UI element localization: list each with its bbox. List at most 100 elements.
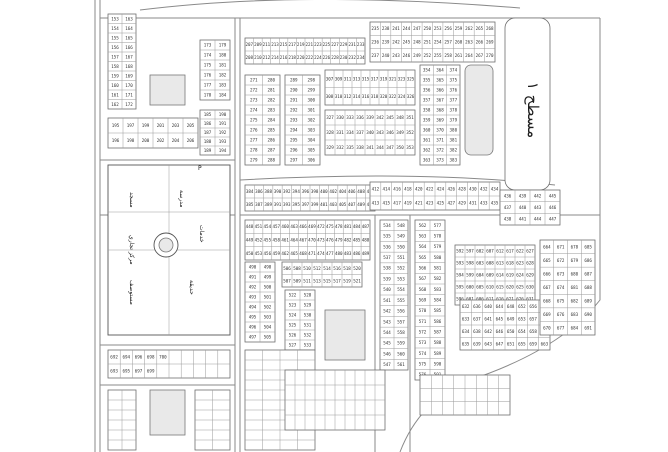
commercial-label: مركز تجاري bbox=[128, 235, 135, 265]
lot-number: 221 bbox=[305, 42, 313, 47]
lot-number: 252 bbox=[424, 53, 432, 58]
lot-number: 443 bbox=[534, 205, 542, 210]
lot-number: 312 bbox=[344, 94, 352, 99]
lot-number: 631 bbox=[526, 297, 534, 302]
lot-number: 370 bbox=[436, 128, 444, 133]
lot-number: 580 bbox=[434, 255, 442, 260]
lot-number: 445 bbox=[549, 193, 557, 198]
lot-number: 509 bbox=[293, 278, 301, 283]
lot-number: 627 bbox=[526, 249, 534, 254]
lot-number: 373 bbox=[436, 158, 444, 163]
lot-number: 692 bbox=[110, 355, 118, 360]
lot-number: 584 bbox=[434, 298, 442, 303]
lot-number: 355 bbox=[423, 78, 431, 83]
lot-number: 392 bbox=[283, 189, 291, 194]
lot-number: 402 bbox=[329, 189, 337, 194]
lot-number: 529 bbox=[304, 303, 312, 308]
lot-number: 245 bbox=[403, 40, 411, 45]
lot-number: 456 bbox=[264, 251, 272, 256]
lot-number: 190 bbox=[219, 112, 227, 117]
lot-number: 634 bbox=[462, 329, 470, 334]
lot-number: 586 bbox=[434, 319, 442, 324]
lot-number: 182 bbox=[219, 73, 227, 78]
lot-number: 253 bbox=[434, 26, 442, 31]
lot-number: 206 bbox=[187, 138, 195, 143]
lot-number: 203 bbox=[172, 123, 180, 128]
lot-number: 621 bbox=[506, 297, 514, 302]
lot-number: 250 bbox=[424, 26, 432, 31]
lot-number: 422 bbox=[426, 187, 434, 192]
lot-number: 289 bbox=[290, 78, 298, 83]
lot-number: 404 bbox=[339, 189, 347, 194]
lot-number: 391 bbox=[274, 202, 282, 207]
parking-label: P bbox=[198, 165, 202, 172]
lot-number: 433 bbox=[480, 201, 488, 206]
lot-number: 615 bbox=[496, 285, 504, 290]
lot-number: 282 bbox=[267, 98, 275, 103]
lot-number: 295 bbox=[290, 138, 298, 143]
lot-number: 202 bbox=[157, 138, 165, 143]
lot-number: 599 bbox=[466, 273, 474, 278]
lot-number: 617 bbox=[506, 249, 514, 254]
lot-number: 332 bbox=[336, 145, 344, 150]
lot-number: 622 bbox=[516, 249, 524, 254]
lot-number: 537 bbox=[383, 255, 391, 260]
lot-number: 342 bbox=[376, 115, 384, 120]
lot-number: 214 bbox=[271, 55, 279, 60]
lot-number: 231 bbox=[348, 42, 356, 47]
lot-number: 613 bbox=[496, 261, 504, 266]
lot-number: 382 bbox=[450, 148, 458, 153]
lot-number: 555 bbox=[397, 298, 405, 303]
lot-number: 449 bbox=[246, 238, 254, 243]
lot-number: 485 bbox=[353, 238, 361, 243]
lot-number: 167 bbox=[125, 54, 133, 59]
lot-number: 647 bbox=[496, 341, 504, 346]
lot-number: 268 bbox=[486, 26, 494, 31]
lot-number: 468 bbox=[299, 251, 307, 256]
lot-number: 492 bbox=[249, 285, 257, 290]
lot-number: 237 bbox=[371, 53, 379, 58]
lot-number: 432 bbox=[480, 187, 488, 192]
lot-number: 220 bbox=[297, 55, 305, 60]
lot-number: 669 bbox=[543, 312, 551, 317]
lot-number: 166 bbox=[125, 45, 133, 50]
lot-number: 548 bbox=[397, 223, 405, 228]
lot-number: 368 bbox=[436, 108, 444, 113]
lot-number: 623 bbox=[516, 261, 524, 266]
lot-number: 504 bbox=[264, 325, 272, 330]
lot-number: 516 bbox=[333, 266, 341, 271]
lot-number: 635 bbox=[462, 341, 470, 346]
lot-number: 461 bbox=[281, 238, 289, 243]
lot-number: 328 bbox=[326, 130, 334, 135]
lot-number: 491 bbox=[249, 275, 257, 280]
lot-number: 288 bbox=[267, 158, 275, 163]
lot-number: 497 bbox=[249, 335, 257, 340]
lot-number: 340 bbox=[366, 130, 374, 135]
lot-number: 597 bbox=[466, 249, 474, 254]
lot-number: 275 bbox=[250, 118, 258, 123]
lot-number: 285 bbox=[267, 128, 275, 133]
lot-number: 438 bbox=[504, 217, 512, 222]
lot-number: 569 bbox=[419, 298, 427, 303]
service-strip: مسطح ١ bbox=[504, 17, 551, 191]
lot-number: 522 bbox=[289, 293, 297, 298]
lot-number: 583 bbox=[434, 287, 442, 292]
lot-number: 417 bbox=[393, 201, 401, 206]
lot-number: 588 bbox=[434, 340, 442, 345]
lot-number: 188 bbox=[204, 139, 212, 144]
civic-center: مسجد مدرسة مستوصف حديقة خدمات مركز تجاري… bbox=[107, 164, 231, 336]
lot-number: 228 bbox=[331, 55, 339, 60]
lot-number: 238 bbox=[382, 26, 390, 31]
lot-number: 326 bbox=[407, 94, 415, 99]
lot-number: 503 bbox=[264, 315, 272, 320]
lot-number: 200 bbox=[142, 138, 150, 143]
lot-number: 235 bbox=[371, 26, 379, 31]
lot-number: 478 bbox=[335, 224, 343, 229]
lot-number: 385 bbox=[246, 202, 254, 207]
lot-number: 180 bbox=[219, 53, 227, 58]
lot-number: 249 bbox=[413, 53, 421, 58]
lot-number: 457 bbox=[272, 224, 280, 229]
lot-number: 286 bbox=[267, 138, 275, 143]
lot-number: 412 bbox=[372, 187, 380, 192]
